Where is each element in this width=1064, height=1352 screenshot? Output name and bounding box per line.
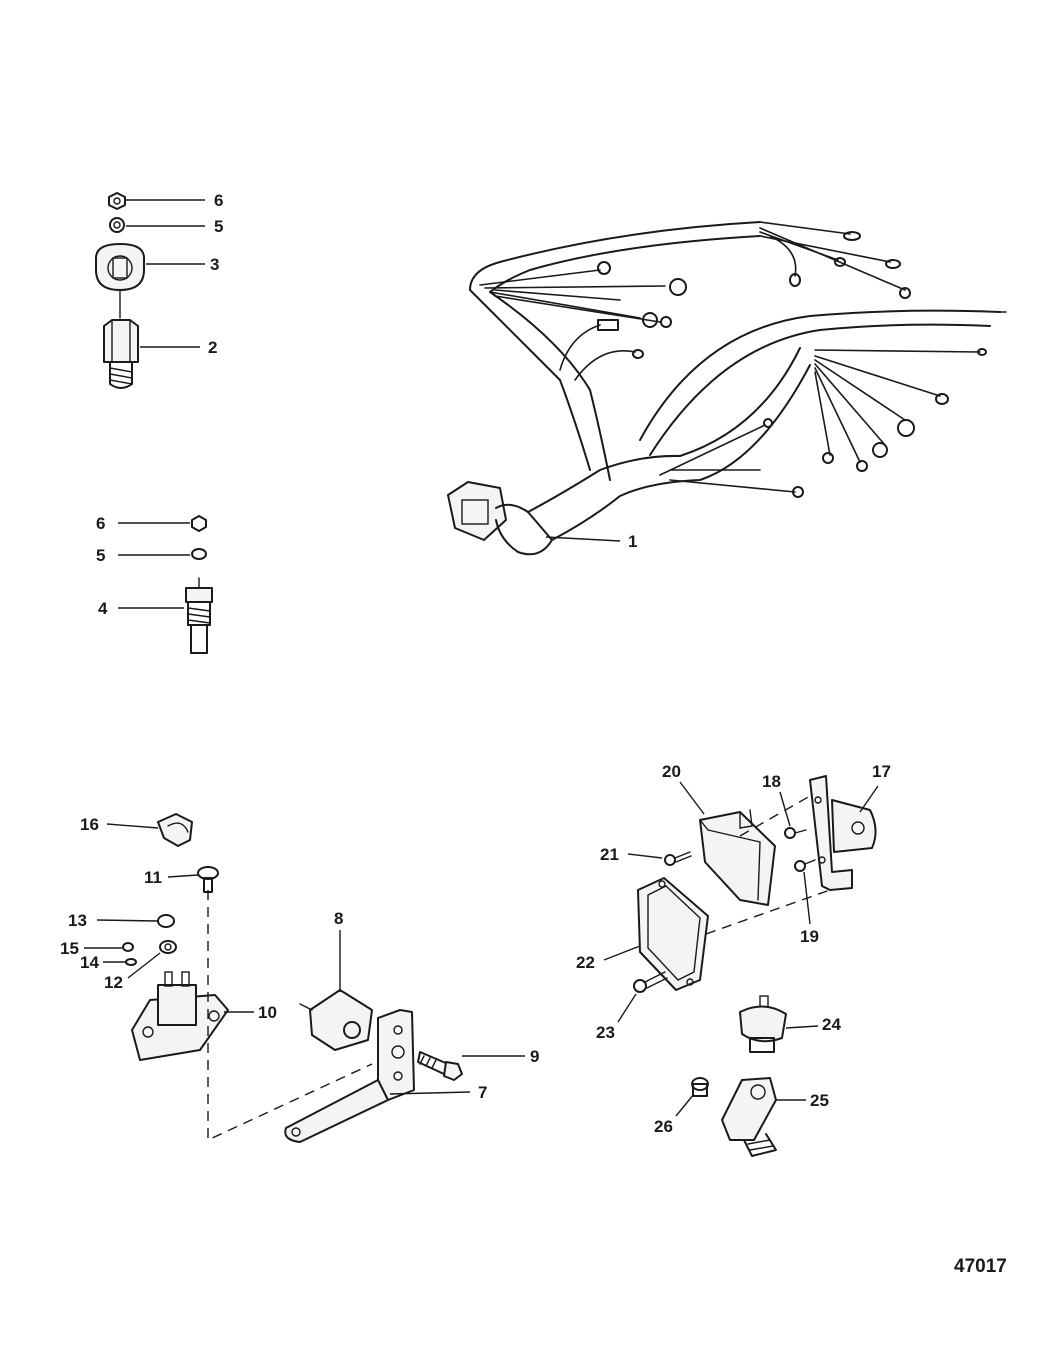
callout-23: 23 [596,1023,615,1042]
callout-14: 14 [80,953,99,972]
leader-23 [617,993,637,1023]
module-part-20 [699,809,776,906]
leader-20 [679,781,705,815]
callout-6-lower: 6 [96,514,105,533]
callout-19: 19 [800,927,819,946]
callout-7: 7 [478,1083,487,1102]
assembly-line-right-lower [705,889,831,935]
screw-part-18 [784,827,807,839]
nut-part-6-top [108,192,126,210]
assembly-line-right-upper [739,795,811,837]
callout-6-top: 6 [214,191,223,210]
washer-part-5-top [109,217,125,233]
screw-part-21 [664,851,692,866]
callout-24: 24 [822,1015,841,1034]
leader-16 [106,823,159,829]
sensor-part-24 [739,995,787,1053]
callout-10: 10 [258,1003,277,1022]
callout-25: 25 [810,1091,829,1110]
leader-18 [779,791,791,827]
screw-part-19 [794,859,816,872]
leader-11 [167,874,199,878]
callout-16: 16 [80,815,99,834]
callout-12: 12 [104,973,123,992]
switch-part-8 [299,989,373,1051]
leader-24 [785,1025,819,1029]
leader-17 [859,785,879,813]
bolt-part-9 [417,1051,463,1081]
callout-15: 15 [60,939,79,958]
callout-13: 13 [68,911,87,930]
leader-19 [803,871,811,925]
leader-26 [675,1093,695,1117]
callout-26: 26 [654,1117,673,1136]
adapter-part-2 [103,319,139,389]
bracket-part-7 [284,1009,415,1143]
leader-13 [96,919,159,922]
washer-part-12 [159,940,177,954]
callout-20: 20 [662,762,681,781]
leader-1 [545,536,621,542]
sender-part-3 [95,243,145,319]
leader-22 [603,945,641,961]
gasket-part-22 [637,877,709,991]
callout-11: 11 [144,868,162,887]
callout-17: 17 [872,762,891,781]
washer-part-5-lower [191,548,207,560]
callout-5-lower: 5 [96,546,105,565]
callout-2: 2 [208,338,217,357]
callout-22: 22 [576,953,595,972]
screw-part-23 [633,971,668,993]
wiring-harness-part-1 [447,221,1007,556]
callout-9: 9 [530,1047,539,1066]
leader-21 [627,853,663,859]
callout-1: 1 [628,532,637,551]
screw-part-11 [197,866,219,893]
callout-18: 18 [762,772,781,791]
callout-5-top: 5 [214,217,223,236]
fitting-part-25 [721,1077,777,1157]
clip-part-16 [157,813,193,847]
callout-8: 8 [334,909,343,928]
callout-21: 21 [600,845,619,864]
leader-7 [389,1091,471,1095]
figure-number: 47017 [954,1256,1007,1277]
solenoid-part-10 [131,971,229,1061]
nut-part-6-lower [191,515,207,532]
nut-part-15 [122,942,134,952]
callout-4: 4 [98,599,108,618]
leader-12 [127,952,161,979]
callout-3: 3 [210,255,219,274]
temperature-sender-part-4 [185,577,213,654]
plug-part-26 [691,1077,709,1097]
washer-part-14 [125,958,137,966]
nut-part-13 [157,914,175,928]
mounting-plate-part-17 [809,775,877,891]
